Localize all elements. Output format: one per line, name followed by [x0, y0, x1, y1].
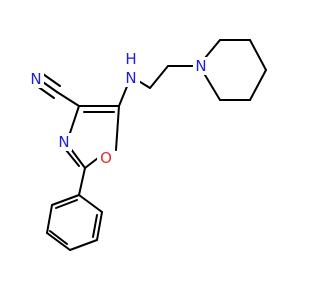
atom-label-oxazole-o: O — [97, 149, 115, 167]
piperidine-ring — [204, 39, 267, 101]
atom-label-nitrile-n: N — [28, 70, 44, 88]
bond-c5-nh — [118, 83, 129, 107]
molecule-structure: N N H N N O — [28, 39, 267, 251]
bond-c2-phenyl — [78, 167, 86, 196]
svg-text:N: N — [58, 133, 69, 151]
atom-label-amine-h: H — [124, 50, 140, 68]
svg-text:H: H — [125, 50, 136, 68]
atom-label-amine-n: N — [124, 69, 140, 87]
svg-text:N: N — [125, 69, 136, 87]
bond-cn-c4 — [56, 91, 80, 107]
atom-label-oxazole-n: N — [56, 133, 72, 151]
ethyl-linker — [136, 65, 194, 89]
oxazole-ring — [65, 105, 120, 169]
phenyl-ring — [46, 194, 103, 251]
atom-label-piperidine-n: N — [193, 57, 209, 75]
svg-text:N: N — [195, 57, 206, 75]
svg-text:O: O — [100, 149, 112, 167]
svg-text:N: N — [30, 70, 41, 88]
